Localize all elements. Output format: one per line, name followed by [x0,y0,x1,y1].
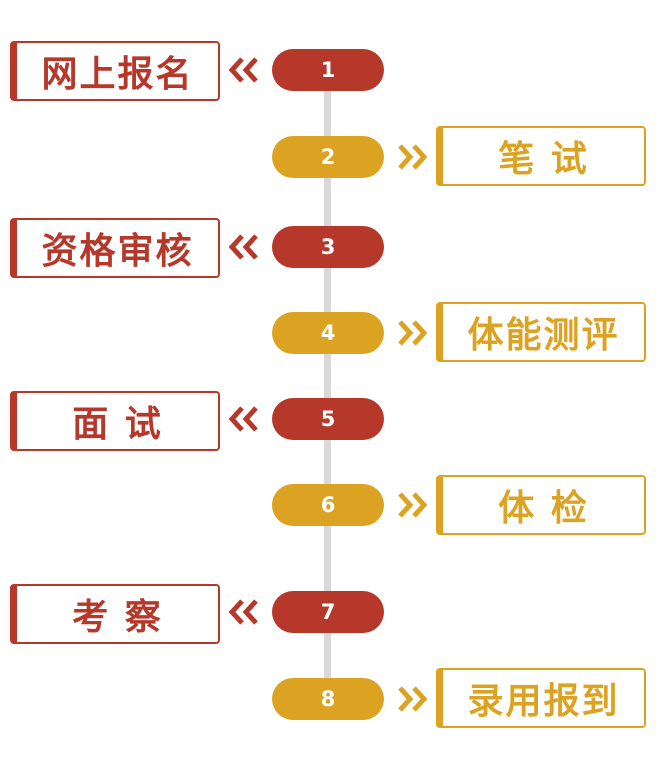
step-5-number-text: 5 [320,407,336,431]
step-2-number: 2 [272,136,384,178]
step-4-label-box: 体能测评 [436,302,646,362]
double-chevron-left-icon [228,57,258,83]
step-4-label: 体能测评 [467,315,620,356]
step-2-label-box: 笔 试 [436,126,646,186]
step-7-label-box: 考 察 [10,584,220,644]
step-4-number: 4 [272,312,384,354]
step-8-number-text: 8 [320,687,336,711]
step-5-label-box: 面 试 [10,391,220,451]
step-8-label: 录用报到 [467,681,620,722]
step-8-label-box: 录用报到 [436,668,646,728]
step-1-label: 网上报名 [41,54,194,95]
step-6-label-box: 体 检 [436,475,646,535]
step-6-number-text: 6 [320,493,336,517]
step-1-number: 1 [272,49,384,91]
timeline-line [324,70,331,700]
step-4-number-text: 4 [320,321,336,345]
step-8-number: 8 [272,678,384,720]
double-chevron-right-icon [398,686,428,712]
step-5-number: 5 [272,398,384,440]
step-3-number-text: 3 [320,235,336,259]
step-3-label: 资格审核 [41,231,194,272]
step-5-label: 面 试 [72,404,163,445]
double-chevron-right-icon [398,144,428,170]
step-2-number-text: 2 [320,145,336,169]
double-chevron-left-icon [228,234,258,260]
step-1-number-text: 1 [320,58,336,82]
double-chevron-right-icon [398,320,428,346]
step-7-label: 考 察 [72,597,163,638]
double-chevron-right-icon [398,492,428,518]
step-6-number: 6 [272,484,384,526]
double-chevron-left-icon [228,406,258,432]
step-7-number: 7 [272,591,384,633]
step-3-label-box: 资格审核 [10,218,220,278]
step-2-label: 笔 试 [498,139,589,180]
step-3-number: 3 [272,226,384,268]
double-chevron-left-icon [228,599,258,625]
step-7-number-text: 7 [320,600,336,624]
step-1-label-box: 网上报名 [10,41,220,101]
step-6-label: 体 检 [498,488,589,529]
